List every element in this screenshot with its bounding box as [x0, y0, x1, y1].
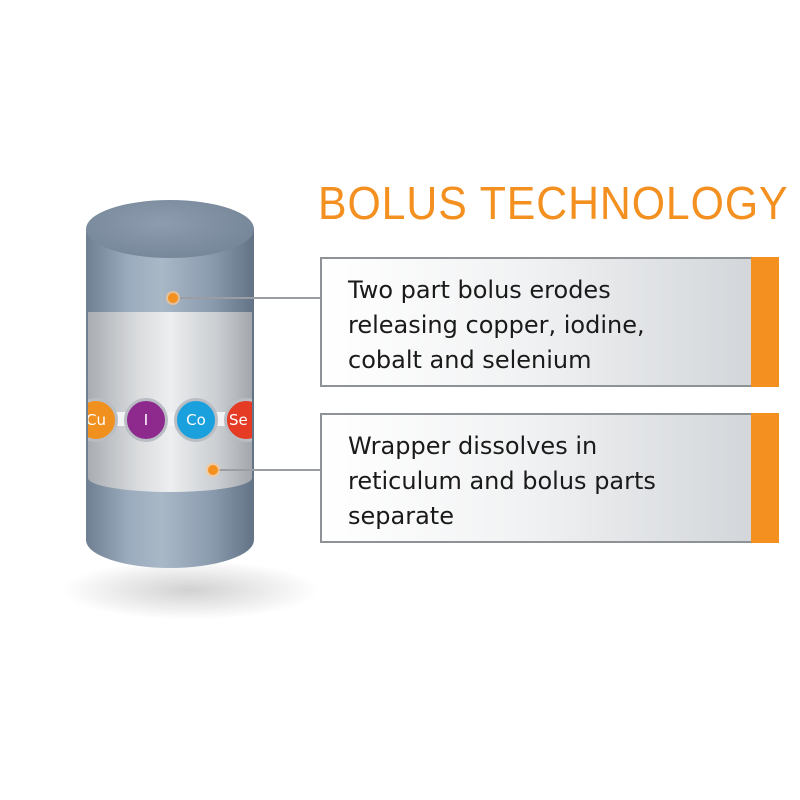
leader-line-1 — [178, 297, 320, 299]
bead-iodine: I — [124, 398, 168, 442]
accent-bar — [751, 413, 779, 543]
bead-label: Se — [229, 411, 248, 429]
cylinder-shadow — [60, 560, 320, 620]
bead-selenium: Se — [224, 398, 252, 442]
wrapper-band — [88, 312, 252, 492]
callout-text-2: Wrapper dissolves in reticulum and bolus… — [348, 432, 656, 530]
callout-box-1: Two part bolus erodes releasing copper, … — [320, 257, 779, 387]
bead-label: Cu — [88, 411, 106, 429]
accent-bar — [751, 257, 779, 387]
bead-copper: Cu — [88, 398, 118, 442]
callout-text-1: Two part bolus erodes releasing copper, … — [348, 276, 645, 374]
bead-cobalt: Co — [174, 398, 218, 442]
diagram-title: BOLUS TECHNOLOGY — [318, 177, 789, 229]
callout-dot-1 — [168, 293, 178, 303]
leader-line-2 — [218, 469, 320, 471]
cylinder-top — [86, 200, 254, 258]
bead-label: Co — [186, 411, 206, 429]
bead-label: I — [143, 411, 149, 429]
callout-dot-2 — [208, 465, 218, 475]
callout-box-2: Wrapper dissolves in reticulum and bolus… — [320, 413, 779, 543]
element-beads: Cu I Co Se — [88, 380, 252, 460]
